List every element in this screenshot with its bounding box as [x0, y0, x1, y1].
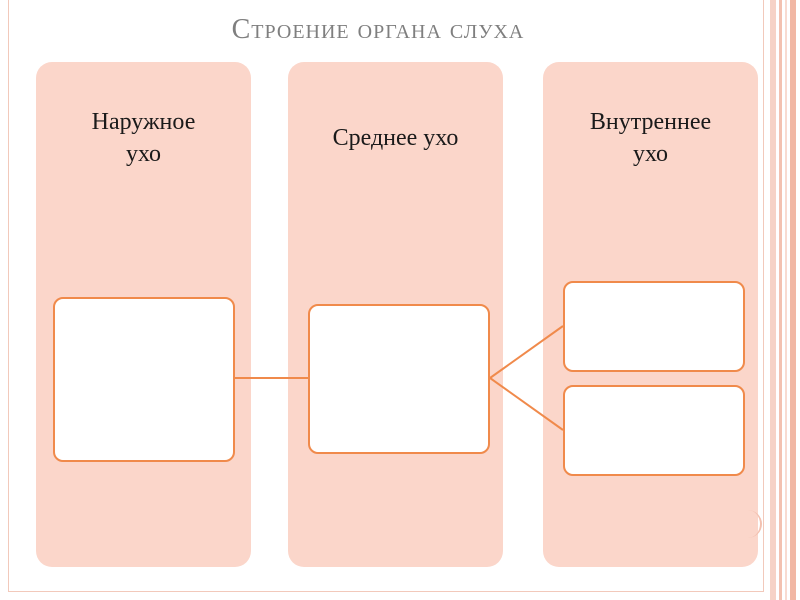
middle-ear-box [308, 304, 490, 454]
decorative-corner-mark [748, 510, 762, 538]
decorative-stripe [785, 0, 787, 600]
decorative-stripe [779, 0, 782, 600]
heading-line: Внутреннее [589, 109, 712, 135]
heading-line: Среднее ухо [332, 125, 459, 151]
column-heading-inner-ear: Внутреннее ухо [543, 106, 758, 170]
decorative-stripe [790, 0, 796, 600]
column-heading-middle-ear: Среднее ухо [288, 122, 503, 154]
slide-frame [8, 0, 764, 592]
outer-ear-box [53, 297, 235, 462]
decorative-stripe [770, 0, 776, 600]
heading-line: ухо [125, 141, 162, 167]
inner-ear-box-bottom [563, 385, 745, 476]
inner-ear-box-top [563, 281, 745, 372]
column-heading-outer-ear: Наружное ухо [36, 106, 251, 170]
slide-title: Строение органа слуха [231, 14, 525, 45]
heading-line: ухо [632, 141, 669, 167]
heading-line: Наружное [91, 109, 196, 135]
